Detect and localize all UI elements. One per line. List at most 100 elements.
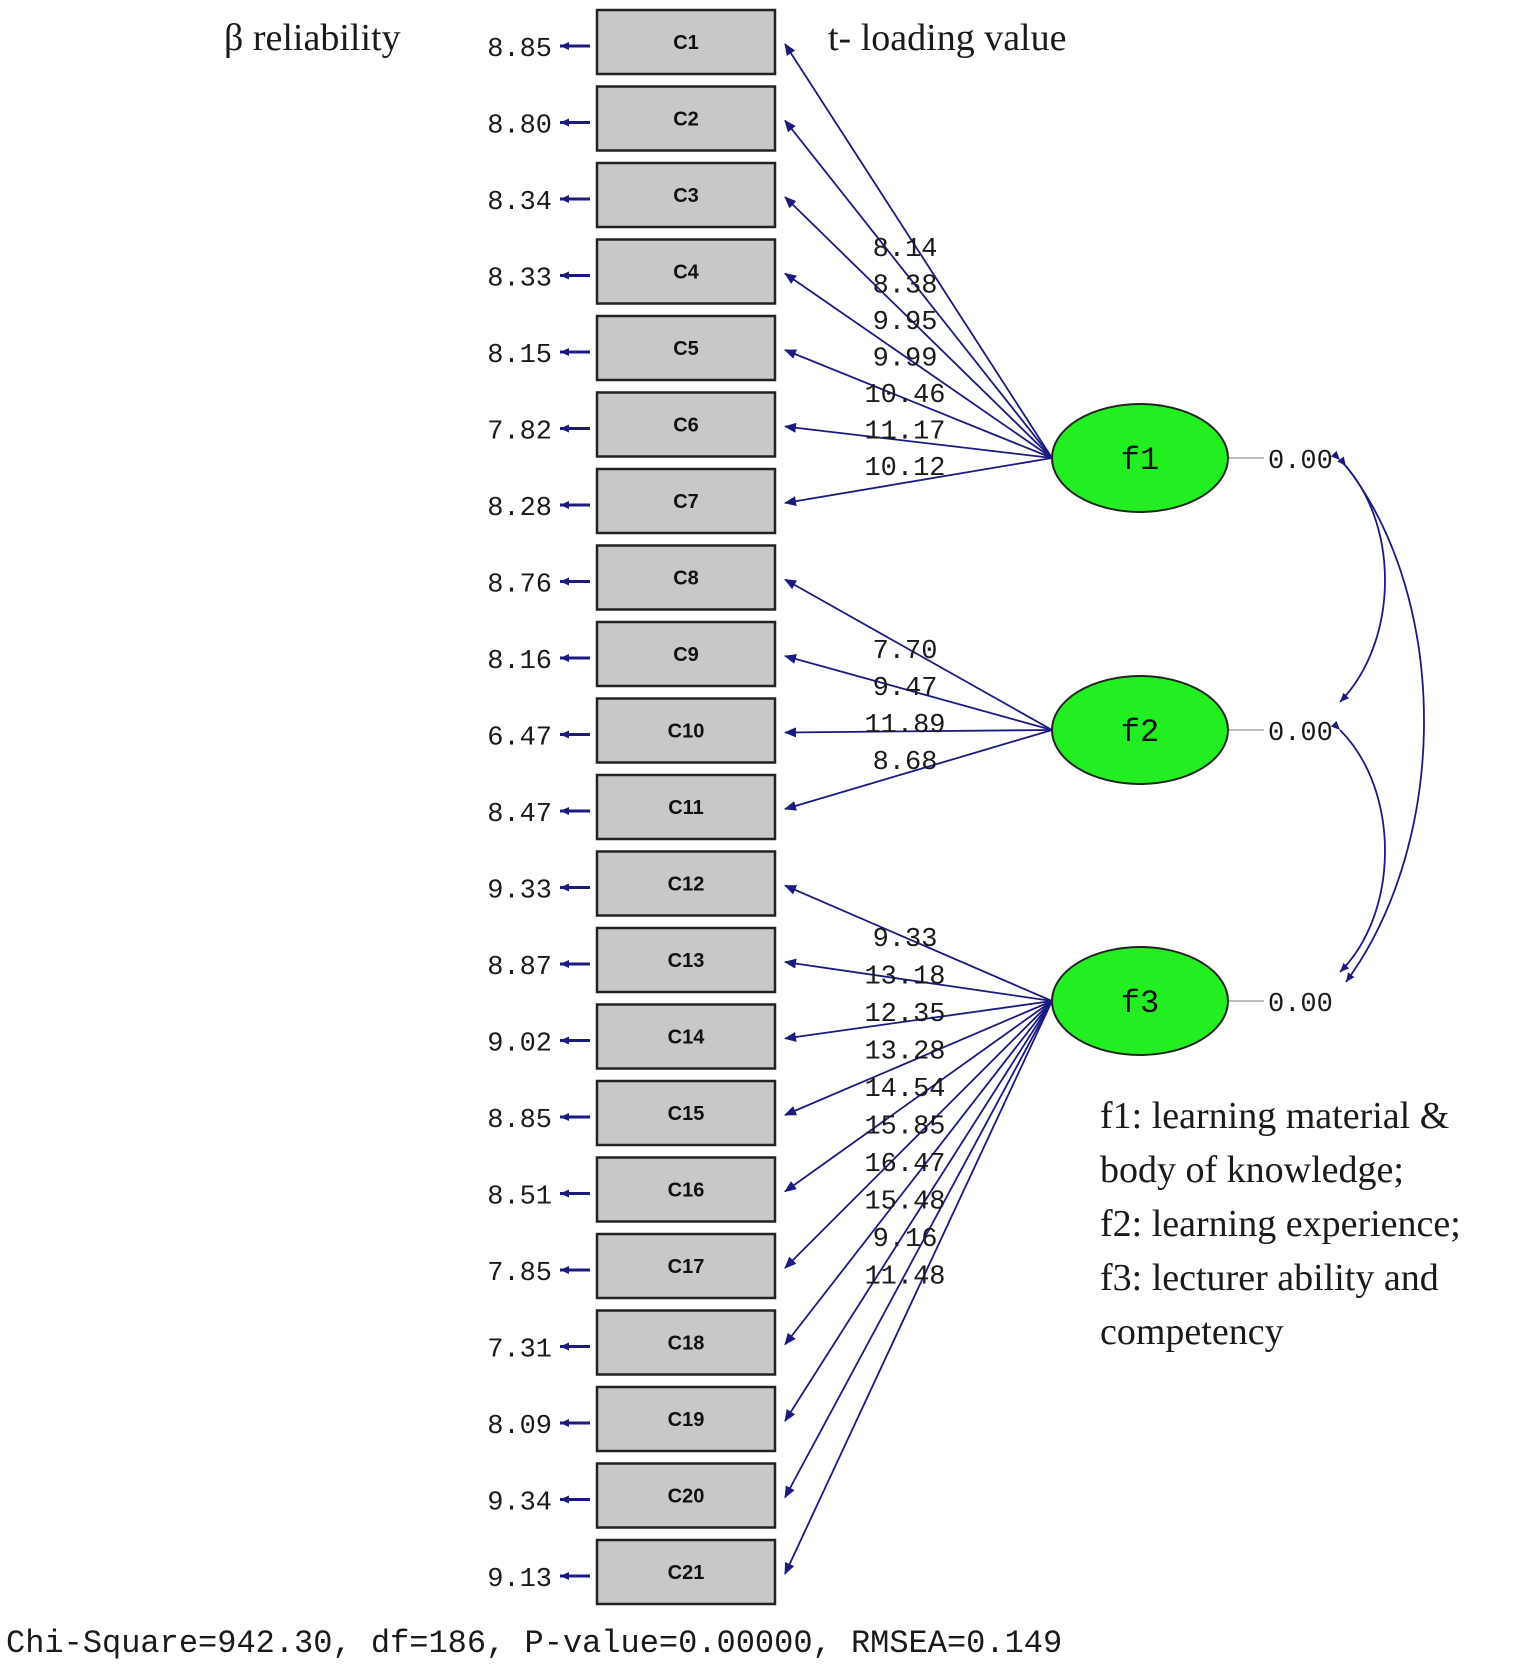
- indicator-box: [595, 1156, 777, 1223]
- loading-path: [784, 578, 1053, 731]
- indicator-c18: C18: [595, 1309, 777, 1376]
- t-value: 10.46: [864, 381, 945, 411]
- indicator-box: [595, 391, 777, 458]
- t-loading-header: t- loading value: [828, 17, 1066, 59]
- indicator-c4: C4: [595, 238, 777, 305]
- factor-label: f2: [1121, 714, 1159, 751]
- indicator-label: C21: [668, 1562, 705, 1584]
- loading-path: [784, 119, 1053, 459]
- t-value-labels: 8.148.389.959.9910.4611.1710.127.709.471…: [864, 235, 945, 1293]
- loading-path: [784, 1000, 1053, 1422]
- reliability-value: 8.34: [487, 188, 552, 218]
- indicator-boxes: C1C2C3C4C5C6C7C8C9C10C11C12C13C14C15C16C…: [595, 8, 777, 1606]
- covariance-f2-f3: [1330, 720, 1386, 973]
- indicator-label: C18: [668, 1333, 705, 1355]
- factor-f2: 0.00 f2: [1051, 675, 1333, 785]
- reliability-value: 7.31: [487, 1336, 552, 1366]
- indicator-c9: C9: [595, 620, 777, 688]
- loading-path: [784, 727, 1053, 738]
- covariance-f1-f3: [1337, 456, 1425, 983]
- reliability-value: 8.16: [487, 647, 552, 677]
- t-value: 16.47: [864, 1150, 945, 1180]
- reliability-value: 9.33: [487, 877, 552, 907]
- reliability-value: 8.85: [487, 1106, 552, 1136]
- t-value: 7.70: [873, 637, 938, 667]
- loading-path: [784, 1000, 1053, 1042]
- loading-path: [784, 1000, 1053, 1346]
- loading-paths: [784, 43, 1053, 1575]
- loading-path: [784, 1000, 1053, 1499]
- factor-variance: 0.00: [1268, 990, 1333, 1020]
- legend-line-2: body of knowledge;: [1100, 1149, 1404, 1191]
- indicator-label: C19: [668, 1409, 705, 1431]
- loading-path: [784, 884, 1053, 1002]
- t-value: 15.48: [864, 1188, 945, 1218]
- reliability-value: 8.15: [487, 341, 552, 371]
- t-value: 9.47: [873, 674, 938, 704]
- loading-path: [784, 457, 1053, 507]
- indicator-c17: C17: [595, 1232, 777, 1300]
- indicator-label: C12: [668, 874, 705, 896]
- factor-variance: 0.00: [1268, 447, 1333, 477]
- indicator-box: [595, 620, 777, 688]
- loading-path: [784, 422, 1053, 459]
- t-value: 11.17: [864, 418, 945, 448]
- indicator-label: C10: [668, 721, 705, 743]
- indicator-label: C5: [673, 338, 699, 360]
- indicator-label: C8: [673, 568, 699, 590]
- reliability-value: 8.80: [487, 112, 552, 142]
- reliability-value: 8.51: [487, 1183, 552, 1213]
- indicator-c10: C10: [595, 697, 777, 764]
- indicator-label: C14: [668, 1027, 706, 1049]
- loading-path: [784, 196, 1053, 459]
- error-arrows: 8.858.808.348.338.157.828.288.768.166.47…: [487, 35, 590, 1595]
- indicator-c6: C6: [595, 391, 777, 458]
- indicator-c13: C13: [595, 926, 777, 994]
- t-value: 8.68: [873, 748, 938, 778]
- indicator-c3: C3: [595, 161, 777, 229]
- legend-line-1: f1: learning material &: [1100, 1095, 1449, 1137]
- reliability-value: 9.02: [487, 1030, 552, 1060]
- indicator-c11: C11: [595, 773, 777, 841]
- indicator-box: [595, 467, 777, 535]
- indicator-c2: C2: [595, 85, 777, 152]
- loading-path: [784, 654, 1053, 731]
- reliability-value: 8.76: [487, 571, 552, 601]
- indicator-c8: C8: [595, 544, 777, 611]
- indicator-box: [595, 1232, 777, 1300]
- indicator-box: [595, 1003, 777, 1070]
- indicator-box: [595, 161, 777, 229]
- factor-ellipse: [1051, 675, 1229, 785]
- indicator-box: [595, 544, 777, 611]
- factor-variance: 0.00: [1268, 719, 1333, 749]
- loading-path: [784, 349, 1053, 459]
- loading-path: [784, 1000, 1053, 1193]
- indicator-label: C2: [673, 109, 699, 131]
- indicator-box: [595, 850, 777, 917]
- factor-f3: 0.00 f3: [1051, 946, 1333, 1056]
- indicator-box: [595, 85, 777, 152]
- factor-legend: f1: learning material & body of knowledg…: [1100, 1095, 1461, 1353]
- reliability-value: 8.47: [487, 800, 552, 830]
- indicator-box: [595, 1309, 777, 1376]
- legend-line-4: f3: lecturer ability and: [1100, 1257, 1439, 1299]
- reliability-value: 8.09: [487, 1412, 552, 1442]
- covariance-f1-f2: [1330, 450, 1386, 703]
- loading-path: [784, 958, 1053, 1002]
- indicator-label: C15: [668, 1103, 705, 1125]
- loading-path: [784, 272, 1053, 459]
- indicator-c20: C20: [595, 1462, 777, 1529]
- reliability-value: 9.34: [487, 1489, 552, 1519]
- reliability-value: 7.82: [487, 418, 552, 448]
- factor-label: f3: [1121, 985, 1159, 1022]
- indicator-c7: C7: [595, 467, 777, 535]
- loading-path: [784, 1000, 1053, 1575]
- t-value: 9.16: [873, 1225, 938, 1255]
- indicator-box: [595, 1462, 777, 1529]
- indicator-label: C1: [673, 32, 699, 54]
- factor-label: f1: [1121, 442, 1159, 479]
- legend-line-5: competency: [1100, 1311, 1284, 1353]
- indicator-c1: C1: [595, 8, 777, 76]
- t-value: 13.28: [864, 1038, 945, 1068]
- t-value: 14.54: [864, 1075, 945, 1105]
